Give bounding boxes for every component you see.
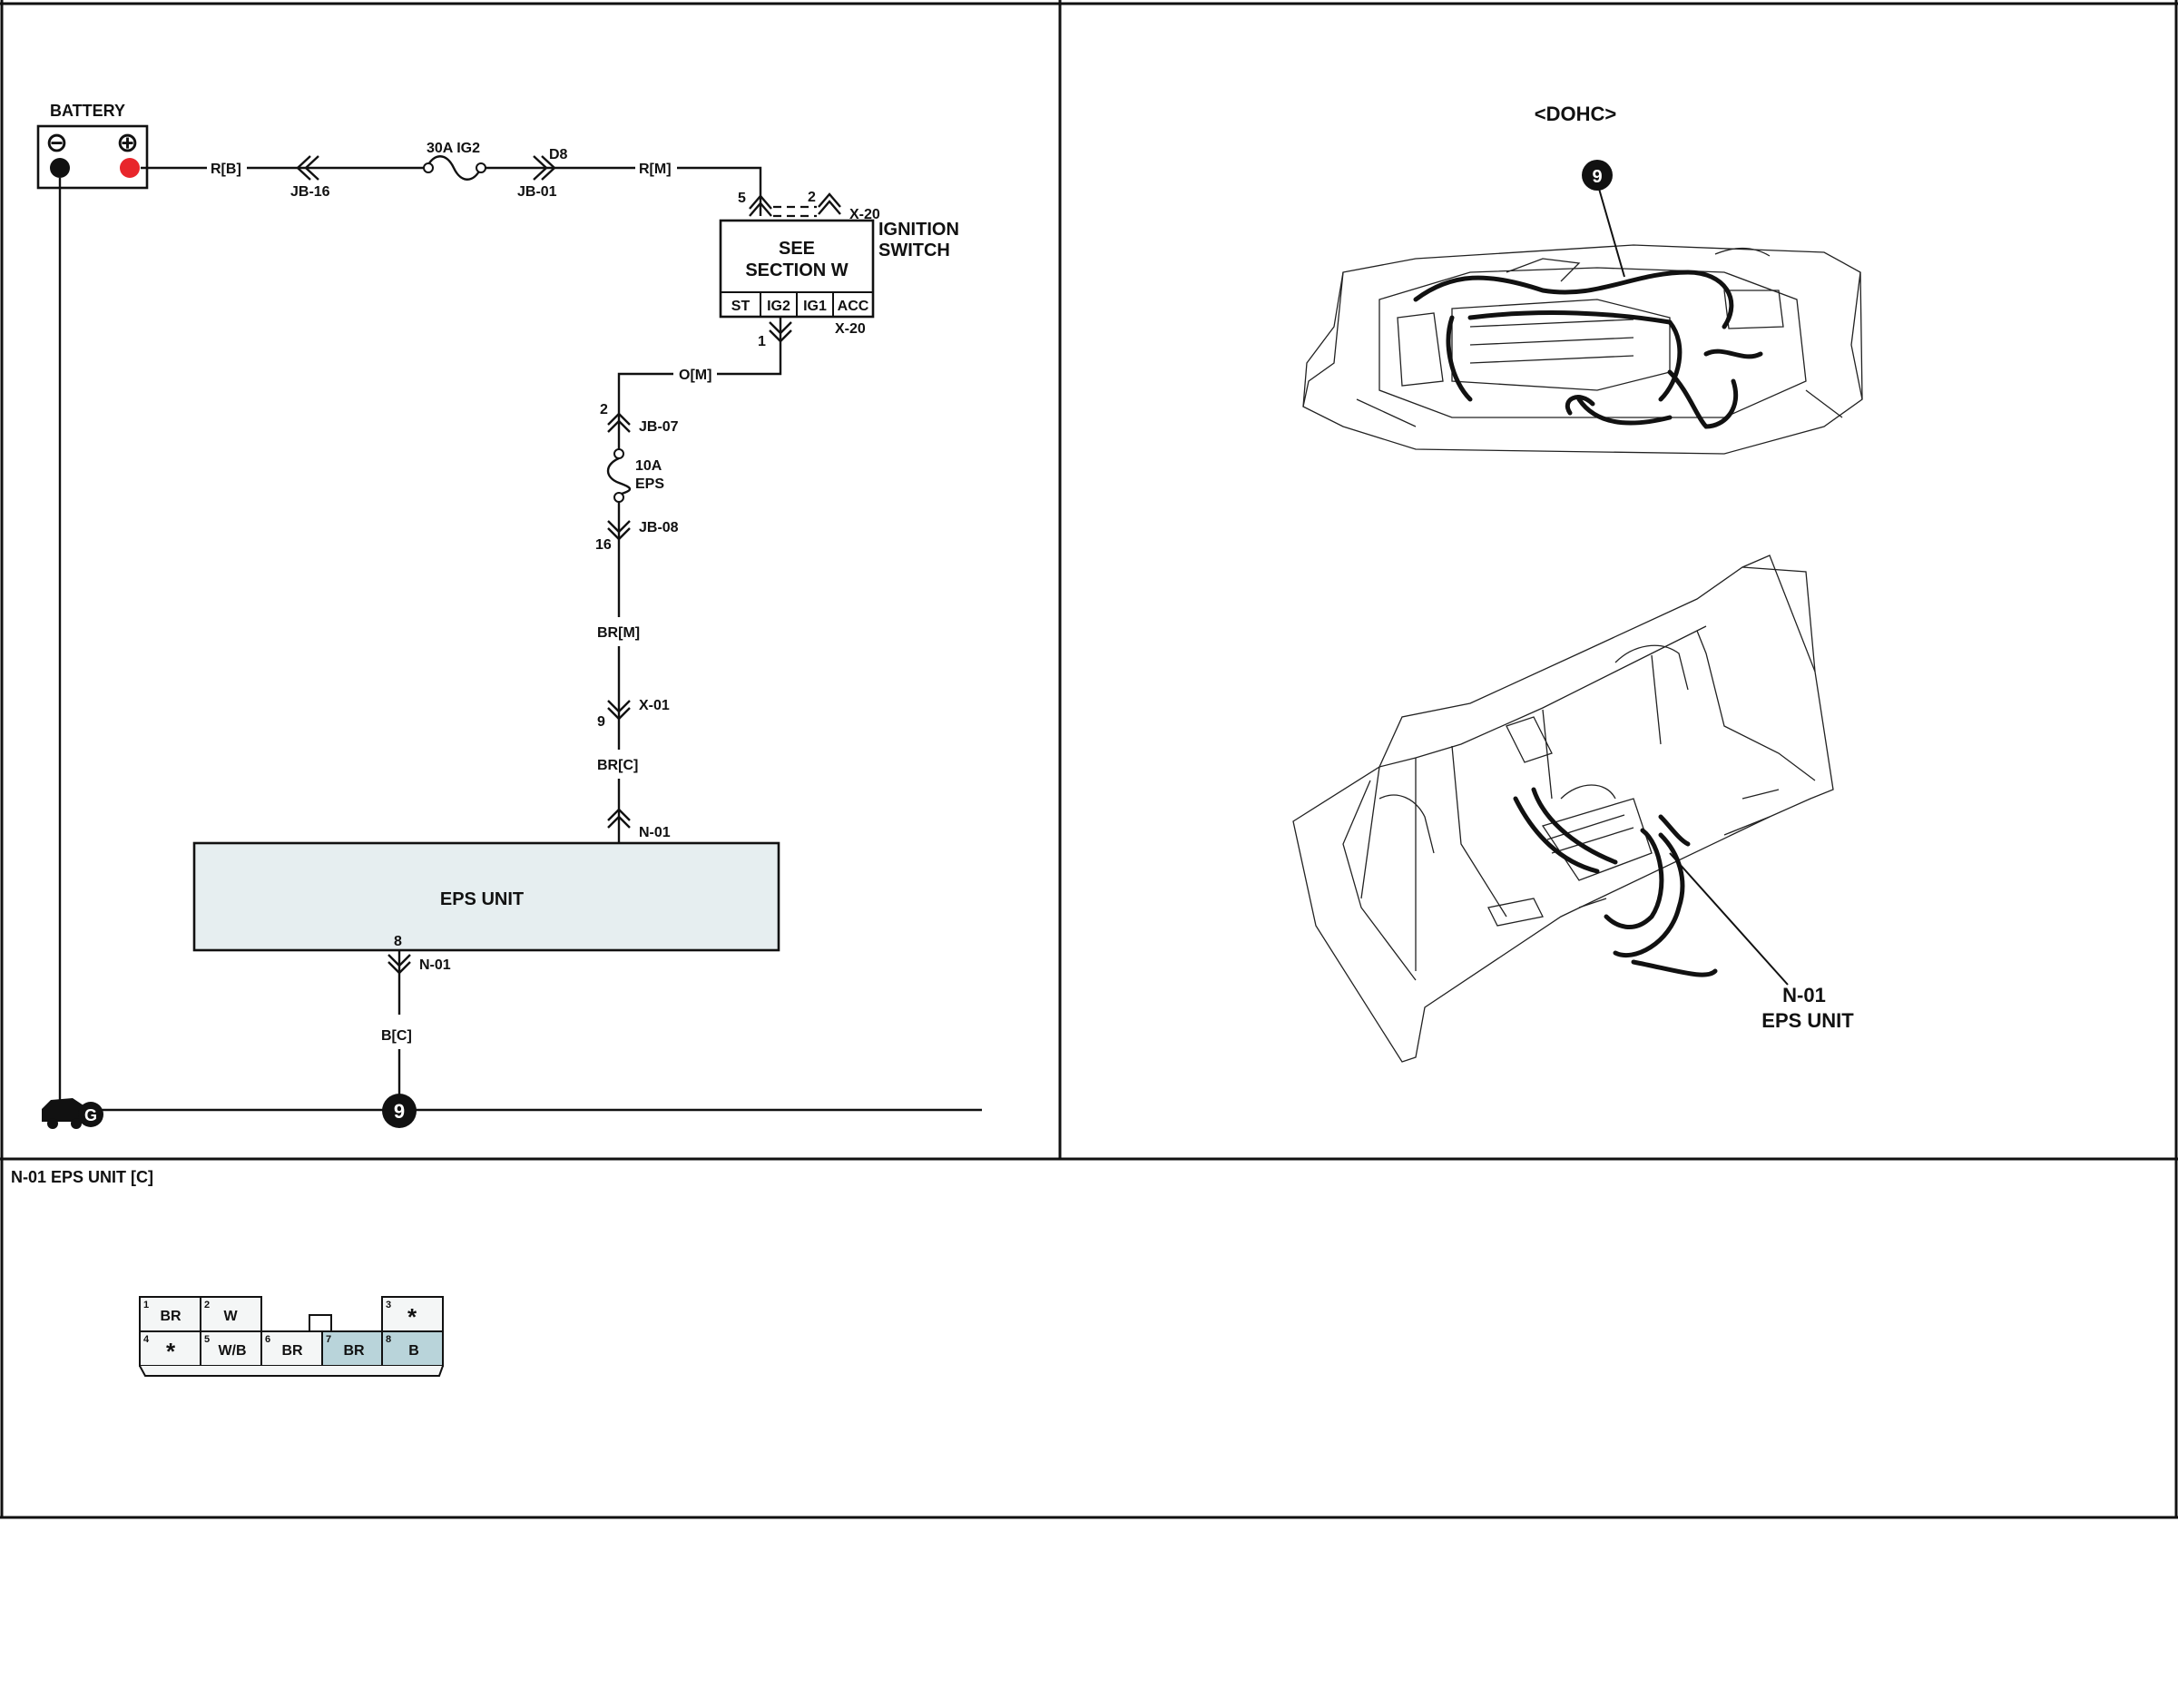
ground-point-9-callout-number: 9 xyxy=(1592,167,1602,187)
fuse-10a-eps: 10A EPS xyxy=(606,448,664,617)
connector-face-view: N-01 EPS UNIT [C] 1 BR 2 W 3 * 4 * 5 W/B… xyxy=(11,1168,444,1377)
fuse-30a-ig2: 30A IG2 xyxy=(423,141,486,181)
connector-pin-5-wire: W/B xyxy=(218,1343,246,1359)
wire-label-om: O[M] xyxy=(679,368,711,383)
eps-unit: EPS UNIT xyxy=(192,841,780,952)
battery-negative-terminal xyxy=(50,158,70,178)
connector-n01-bottom-pin: 8 xyxy=(394,934,402,949)
engine-variant-title: <DOHC> xyxy=(1535,103,1616,125)
connector-pin-3-number: 3 xyxy=(386,1300,391,1310)
eps-unit-callout-line1: N-01 xyxy=(1782,984,1826,1006)
connector-pin-4 xyxy=(139,1330,201,1367)
engine-compartment-illustration xyxy=(1302,244,1863,455)
connector-pin-5 xyxy=(200,1330,262,1367)
connector-x20-bottom-pin1: 1 xyxy=(758,334,766,349)
battery-negative-icon: ⊖ xyxy=(45,128,68,158)
connector-jb08-label: JB-08 xyxy=(639,520,679,535)
dashboard-illustration xyxy=(1292,555,1834,1063)
battery-positive-icon: ⊕ xyxy=(116,128,139,158)
eps-unit-label: EPS UNIT xyxy=(440,889,524,909)
connector-n01-bottom: 8 N-01 B[C] xyxy=(381,934,451,1098)
connector-pin-2 xyxy=(200,1296,262,1332)
ground-circuit: G 9 xyxy=(42,178,982,1129)
vehicle-ground-icon: G xyxy=(42,1098,103,1129)
battery: BATTERY ⊖ ⊕ xyxy=(36,102,149,190)
connector-pin-4-number: 4 xyxy=(143,1334,150,1345)
connector-x01-label: X-01 xyxy=(639,698,670,713)
power-wires: R[B] R[M] xyxy=(141,162,762,216)
connector-x20-bottom: 1 X-20 O[M] xyxy=(617,317,866,414)
connector-jb08: JB-08 16 xyxy=(595,520,679,553)
connector-view-title: N-01 EPS UNIT [C] xyxy=(11,1168,153,1186)
connector-x20-bottom-label: X-20 xyxy=(835,321,866,337)
fuse-eps-label: EPS xyxy=(635,476,664,492)
connector-pin-6-number: 6 xyxy=(265,1334,270,1345)
battery-positive-terminal xyxy=(120,158,140,178)
ignition-box-line1: SEE xyxy=(779,239,815,259)
connector-pin-8 xyxy=(381,1330,444,1367)
connector-pin-3 xyxy=(381,1296,444,1332)
connector-pin-7-wire: BR xyxy=(343,1343,365,1359)
battery-title: BATTERY xyxy=(50,102,125,120)
connector-pin-3-wire: * xyxy=(407,1303,417,1330)
connector-pin-5-number: 5 xyxy=(204,1334,210,1345)
wire-label-brm: BR[M] xyxy=(597,625,640,641)
connector-jb16: JB-16 xyxy=(290,155,330,200)
wire-label-brc: BR[C] xyxy=(597,758,638,773)
connector-n01-top-label: N-01 xyxy=(639,825,671,840)
connector-x01-pin: 9 xyxy=(597,714,605,730)
connector-jb07: 2 JB-07 xyxy=(600,402,679,450)
wire-label-rb: R[B] xyxy=(211,162,241,177)
connector-jb01: D8 JB-01 xyxy=(517,147,568,200)
connector-n01-bottom-label: N-01 xyxy=(419,957,451,973)
connector-jb07-pin: 2 xyxy=(600,402,608,417)
connector-d8-label: D8 xyxy=(549,147,568,162)
connector-pin-1-number: 1 xyxy=(143,1300,149,1310)
connector-x20-top-pin2: 2 xyxy=(808,190,816,205)
connector-pin-2-number: 2 xyxy=(204,1300,210,1310)
connector-pin-7-number: 7 xyxy=(326,1334,331,1345)
sheet-frames xyxy=(0,0,2178,1519)
connector-jb08-pin: 16 xyxy=(595,537,612,553)
connector-pin-6-wire: BR xyxy=(281,1343,303,1359)
harness-location-panel: <DOHC> 9 xyxy=(1292,103,1863,1063)
ignition-terminal-acc: ACC xyxy=(838,299,869,314)
connector-x20-top-pin5: 5 xyxy=(738,191,746,206)
connector-jb16-label: JB-16 xyxy=(290,184,330,200)
ignition-terminal-ig1: IG1 xyxy=(803,299,827,314)
connector-pin-8-wire: B xyxy=(408,1343,419,1359)
ignition-switch: SEE SECTION W ST IG2 IG1 ACC IGNITION SW… xyxy=(719,219,959,319)
connector-pin-1-wire: BR xyxy=(160,1309,182,1324)
connector-x01: X-01 9 xyxy=(597,698,670,730)
fuse-10a-label: 10A xyxy=(635,458,662,474)
ignition-label-line1: IGNITION xyxy=(878,220,959,240)
ignition-box-line2: SECTION W xyxy=(745,260,848,280)
ground-point-9-callout xyxy=(1582,160,1613,191)
eps-unit-callout-line2: EPS UNIT xyxy=(1761,1009,1854,1032)
connector-pin-4-wire: * xyxy=(166,1338,176,1365)
ignition-terminal-ig2: IG2 xyxy=(767,299,790,314)
connector-x20-top: 5 2 X-20 xyxy=(738,190,880,222)
fuse-30a-label: 30A IG2 xyxy=(427,141,480,156)
ground-letter: G xyxy=(84,1106,97,1124)
ignition-label-line2: SWITCH xyxy=(878,240,950,260)
wire-label-rm: R[M] xyxy=(639,162,672,177)
connector-pin-2-wire: W xyxy=(223,1309,238,1324)
ground-point-marker xyxy=(382,1094,417,1128)
ground-point-number: 9 xyxy=(394,1100,405,1123)
connector-x20-top-label: X-20 xyxy=(849,207,880,222)
connector-jb01-label: JB-01 xyxy=(517,184,557,200)
ignition-terminal-st: ST xyxy=(731,299,751,314)
connector-pin-8-number: 8 xyxy=(386,1334,391,1345)
connector-jb07-label: JB-07 xyxy=(639,419,679,435)
wire-label-bc: B[C] xyxy=(381,1028,412,1044)
